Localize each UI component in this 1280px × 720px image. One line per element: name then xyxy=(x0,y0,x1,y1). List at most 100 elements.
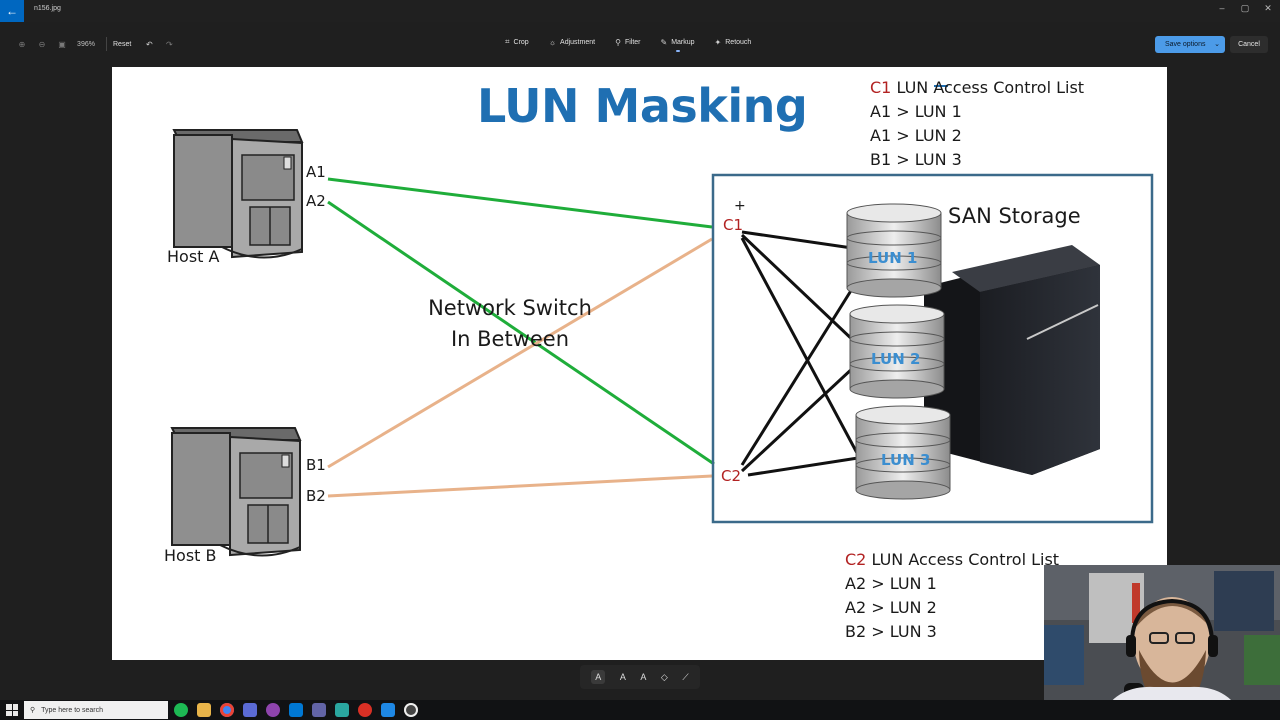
port-a2-label: A2 xyxy=(306,192,326,210)
crosshair-cursor-icon: + xyxy=(734,198,746,214)
san-storage-label: SAN Storage xyxy=(948,204,1081,228)
controller-lun-links xyxy=(740,230,859,477)
acl-c2-line: A2 > LUN 2 xyxy=(845,598,937,617)
acl-c1-line: A1 > LUN 1 xyxy=(870,102,962,121)
recorder-icon[interactable] xyxy=(358,703,372,717)
undo-icon[interactable]: ↶ xyxy=(145,39,153,49)
retouch-label: Retouch xyxy=(725,38,752,46)
photos-icon[interactable] xyxy=(381,703,395,717)
teams-icon[interactable] xyxy=(243,703,257,717)
zoom-out-icon[interactable]: ⊖ xyxy=(38,39,46,49)
filter-label: Filter xyxy=(624,38,641,46)
crop-label: Crop xyxy=(513,38,529,46)
save-options-label: Save options xyxy=(1165,41,1206,48)
port-b1-label: B1 xyxy=(306,456,326,474)
network-switch-line1: Network Switch xyxy=(428,296,592,320)
san-storage-box xyxy=(711,173,1154,524)
obs-icon[interactable] xyxy=(266,703,280,717)
markup-label: Markup xyxy=(671,38,695,46)
link-b2-c2 xyxy=(327,474,713,498)
windows-start-icon[interactable] xyxy=(6,704,18,716)
controller-c1-label: C1 xyxy=(723,216,744,234)
highlighter-icon[interactable]: A xyxy=(640,672,647,682)
toolbar-divider xyxy=(106,37,107,51)
diagram-graphics xyxy=(170,85,1154,557)
taskbar-search[interactable]: ⚲ Type here to search xyxy=(24,701,168,719)
lun-2-disk-icon xyxy=(849,304,945,399)
acl-c2: C2 LUN Access Control List A2 > LUN 1 A2… xyxy=(845,548,1059,644)
restore-icon[interactable]: ▢ xyxy=(1240,3,1250,13)
network-switch-label: Network Switch In Between xyxy=(424,293,596,355)
link-b1-c1 xyxy=(327,237,713,469)
window-title: n156.jpg xyxy=(34,5,61,12)
port-b2-label: B2 xyxy=(306,487,326,505)
save-options-button[interactable]: Save options ⌄ xyxy=(1155,36,1225,53)
host-a-label: Host A xyxy=(167,247,220,266)
acl-c2-controller: C2 xyxy=(845,550,867,569)
notes-icon[interactable] xyxy=(335,703,349,717)
link-a2-c2 xyxy=(327,200,715,466)
back-arrow-icon[interactable]: ← xyxy=(0,0,24,22)
chat-icon[interactable] xyxy=(312,703,326,717)
title-bar: ← n156.jpg – ▢ ✕ xyxy=(0,0,1280,22)
chevron-down-icon: ⌄ xyxy=(1214,41,1220,48)
markup-pen-bar: A A A ◇ ⟋ xyxy=(580,665,700,689)
lun-3-label: LUN 3 xyxy=(881,451,931,469)
taskbar: ⚲ Type here to search xyxy=(0,700,1280,720)
acl-c1-title: LUN Access Control List xyxy=(891,78,1085,97)
lun-1-label: LUN 1 xyxy=(868,249,918,267)
acl-c1: C1 LUN Access Control List A1 > LUN 1 A1… xyxy=(870,76,1084,172)
crop-tool[interactable]: ⌗ Crop xyxy=(505,37,529,47)
eraser-icon[interactable]: ◇ xyxy=(660,671,668,682)
acl-c2-line: A2 > LUN 1 xyxy=(845,574,937,593)
cancel-button[interactable]: Cancel xyxy=(1230,36,1268,53)
brightness-icon: ☼ xyxy=(548,37,557,47)
network-switch-line2: In Between xyxy=(450,327,570,351)
acl-c1-line: B1 > LUN 3 xyxy=(870,150,962,169)
search-placeholder: Type here to search xyxy=(41,706,104,714)
acl-c2-title: LUN Access Control List xyxy=(866,550,1060,569)
host-a-server-icon xyxy=(172,129,304,259)
minimize-icon[interactable]: – xyxy=(1219,3,1225,13)
acl-c2-line: B2 > LUN 3 xyxy=(845,622,937,641)
edit-tools: ⌗ Crop ☼ Adjustment ⚲ Filter ✎ Markup ✦ … xyxy=(505,37,752,52)
zoom-controls: ⊕ ⊖ ▣ 396% Reset ↶ ↷ xyxy=(12,37,179,51)
chrome-icon[interactable] xyxy=(220,703,234,717)
redo-icon[interactable]: ↷ xyxy=(165,39,173,49)
acl-c1-line: A1 > LUN 2 xyxy=(870,126,962,145)
media-player-icon[interactable] xyxy=(404,703,418,717)
touch-writing-icon[interactable]: ⟋ xyxy=(682,671,689,682)
adjustment-label: Adjustment xyxy=(560,38,596,46)
lun-1-disk-icon xyxy=(846,203,942,298)
image-canvas[interactable]: LUN Masking C1 LUN Access Control List A… xyxy=(112,67,1167,660)
lun-2-label: LUN 2 xyxy=(871,350,921,368)
zoom-level: 396% xyxy=(77,40,95,48)
slide-title: LUN Masking xyxy=(477,79,808,133)
san-enclosure-icon xyxy=(924,245,1100,475)
controller-c2-label: C2 xyxy=(721,467,742,485)
retouch-tool[interactable]: ✦ Retouch xyxy=(715,37,752,47)
ballpoint-pen-icon[interactable]: A xyxy=(591,670,606,684)
link-a1-c1 xyxy=(327,177,713,229)
retouch-icon: ✦ xyxy=(714,37,722,47)
outlook-icon[interactable] xyxy=(289,703,303,717)
webcam-person-image xyxy=(1044,565,1280,720)
markup-tool[interactable]: ✎ Markup xyxy=(660,37,695,52)
search-icon: ⚲ xyxy=(30,707,36,714)
pen-icon: ✎ xyxy=(660,37,668,47)
filter-icon: ⚲ xyxy=(615,37,621,47)
file-explorer-icon[interactable] xyxy=(197,703,211,717)
filter-tool[interactable]: ⚲ Filter xyxy=(615,37,640,47)
spotify-icon[interactable] xyxy=(174,703,188,717)
host-b-label: Host B xyxy=(164,546,217,565)
pencil-icon[interactable]: A xyxy=(619,672,626,682)
fit-to-window-icon[interactable]: ▣ xyxy=(58,39,66,49)
reset-button[interactable]: Reset xyxy=(113,40,132,48)
lun-3-disk-icon xyxy=(855,405,951,500)
close-icon[interactable]: ✕ xyxy=(1264,3,1272,13)
crop-icon: ⌗ xyxy=(505,37,510,46)
webcam-overlay xyxy=(1044,565,1280,720)
adjustment-tool[interactable]: ☼ Adjustment xyxy=(549,37,595,47)
zoom-in-icon[interactable]: ⊕ xyxy=(18,39,26,49)
